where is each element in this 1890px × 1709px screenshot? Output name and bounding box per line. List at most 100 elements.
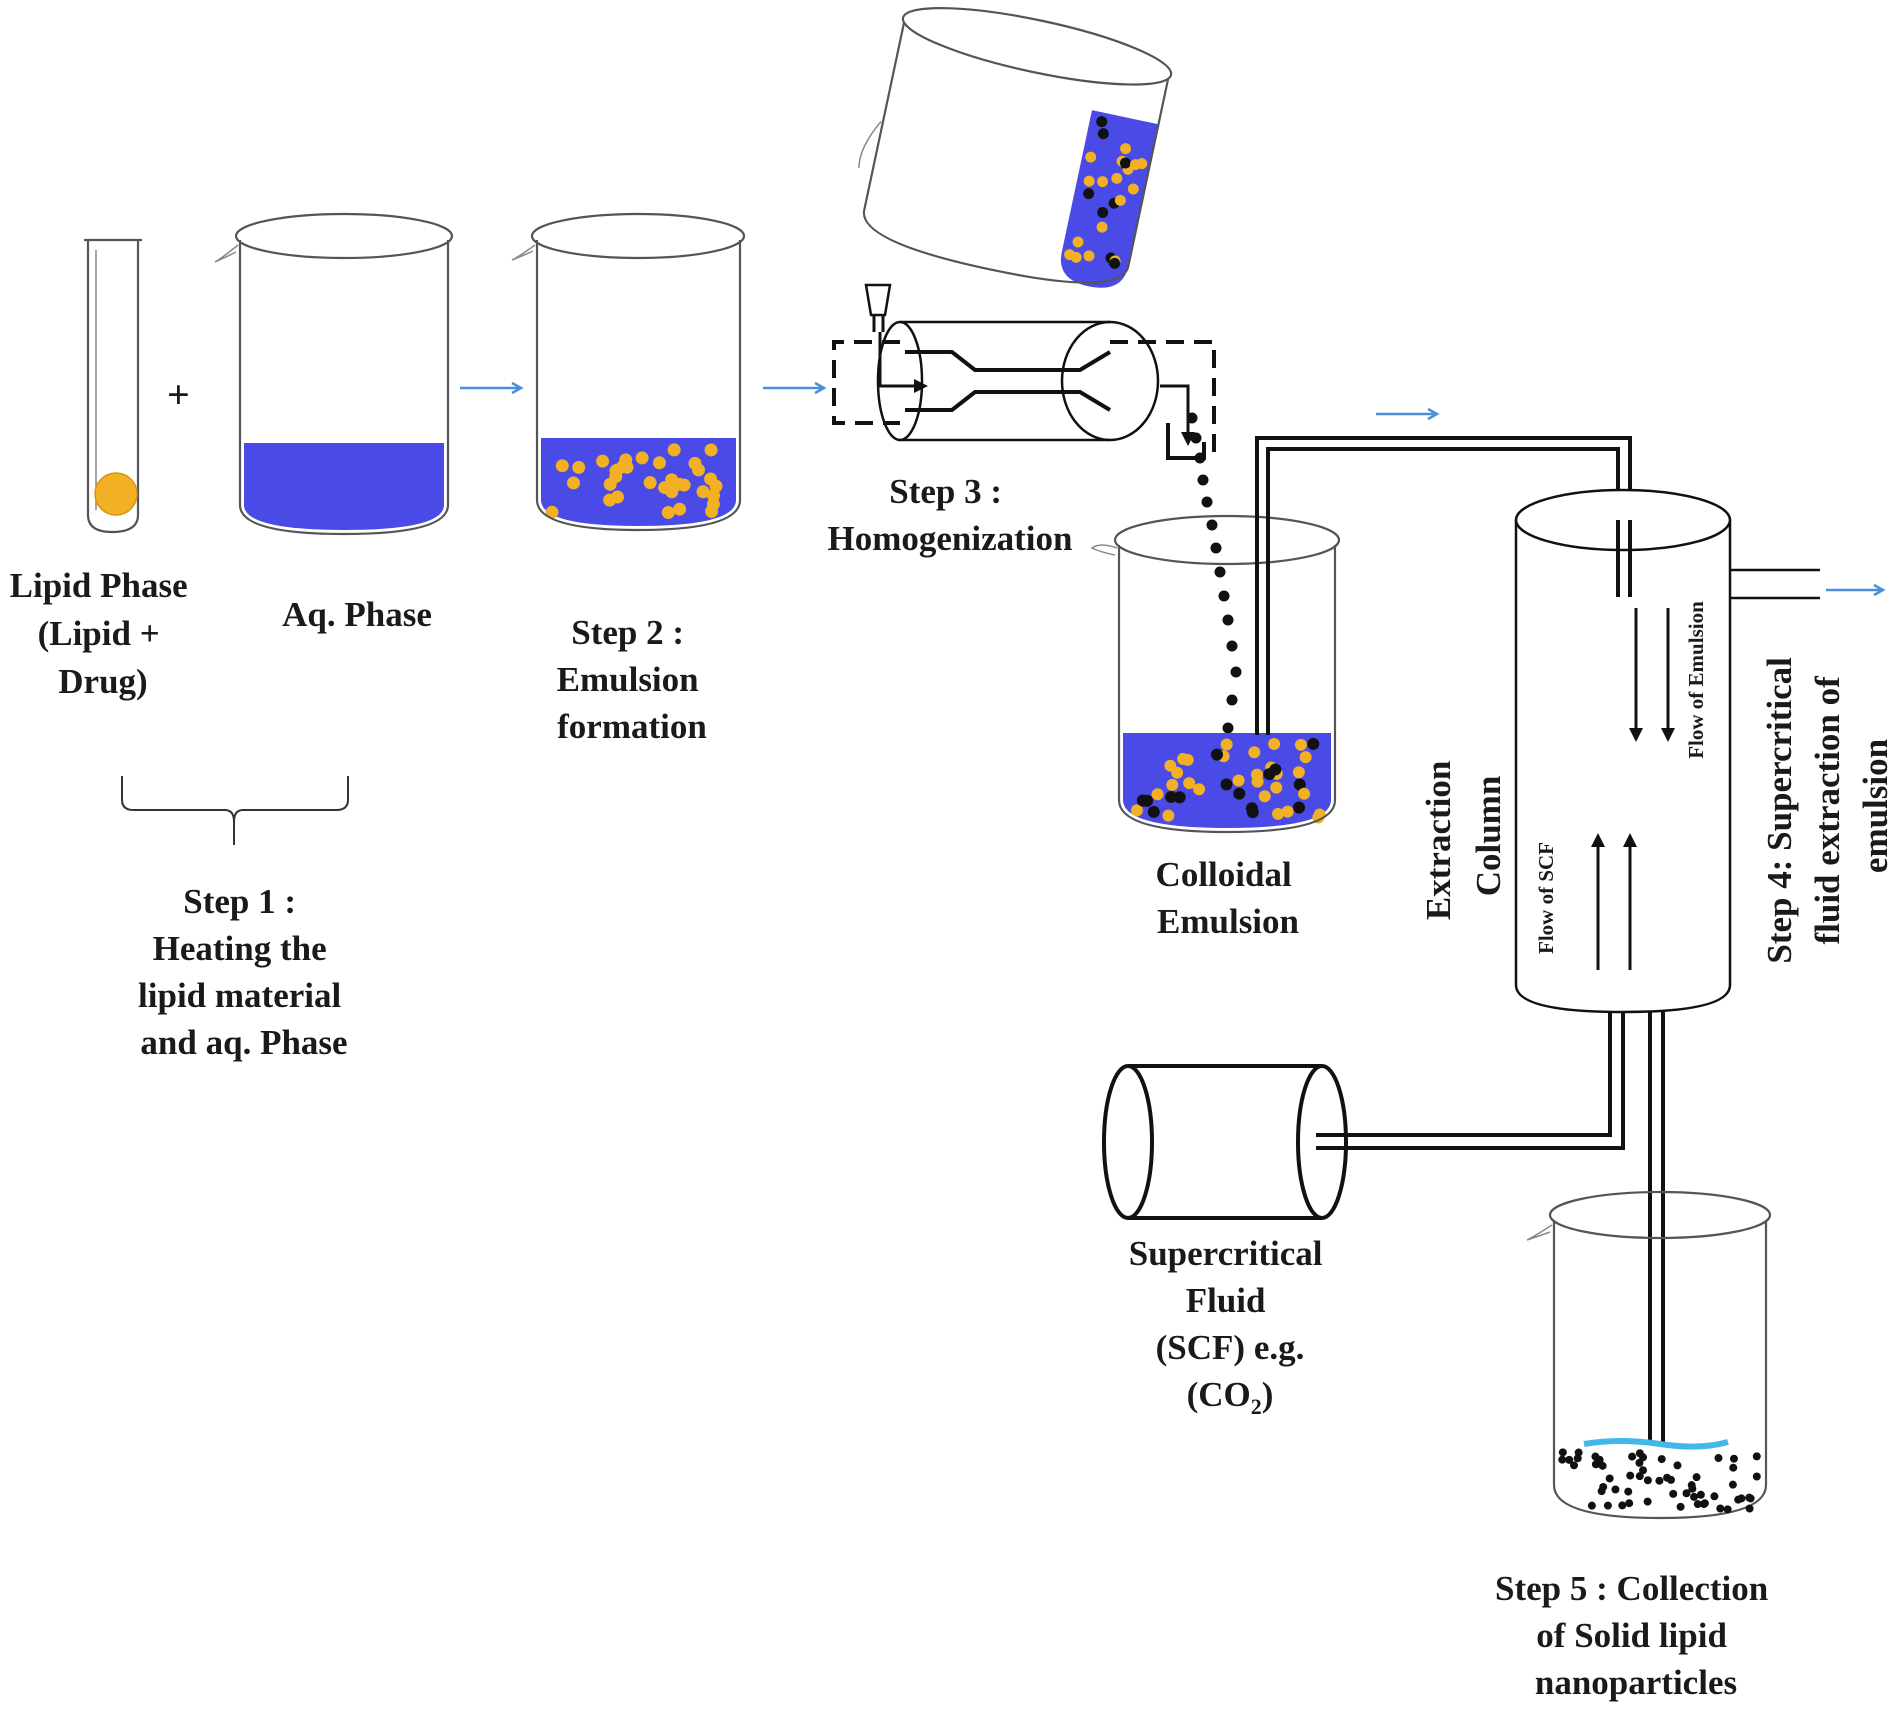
colloid-particle	[1147, 805, 1160, 818]
beaker-emulsion	[511, 212, 746, 532]
nanoparticle	[1558, 1448, 1567, 1457]
pour-particle	[1072, 236, 1084, 248]
colloid-particle	[1162, 809, 1175, 822]
colloid-particle	[1294, 738, 1307, 751]
lipid-droplet	[635, 451, 649, 465]
colloid-particle	[1183, 777, 1196, 790]
lipid-droplet	[705, 504, 719, 518]
aq-phase-label: Aq. Phase	[282, 595, 432, 634]
nanoparticle	[1598, 1461, 1607, 1470]
pour-particle	[1097, 207, 1109, 219]
colloid-particle	[1245, 802, 1258, 815]
nanoparticle	[1603, 1501, 1612, 1510]
colloid-particle	[1272, 807, 1285, 820]
colloid-particle	[1293, 801, 1306, 814]
test-tube	[84, 238, 142, 534]
falling-droplet	[1222, 614, 1234, 626]
falling-droplet	[1226, 640, 1238, 652]
falling-droplet	[1230, 666, 1242, 678]
emulsion-pipe	[1255, 436, 1632, 735]
nanoparticle	[1696, 1490, 1705, 1499]
step4-label: Step 4: Supercritical fluid extraction o…	[1760, 648, 1890, 963]
pour-particle	[1083, 175, 1095, 187]
nanoparticle	[1682, 1489, 1691, 1498]
falling-droplet	[1201, 496, 1213, 508]
water-line	[1583, 1438, 1729, 1450]
pour-particle	[1129, 159, 1141, 171]
colloid-particle	[1220, 778, 1233, 791]
lipid-droplet	[652, 456, 666, 470]
extraction-column-label: Extraction Column	[1419, 752, 1508, 920]
plus-sign: +	[167, 372, 190, 417]
pour-particle	[1120, 143, 1132, 155]
nanoparticle	[1625, 1499, 1634, 1508]
nanoparticle	[1663, 1473, 1672, 1482]
step3-label: Step 3 : Homogenization	[828, 472, 1073, 558]
colloid-particle	[1299, 751, 1312, 764]
nanoparticle	[1728, 1480, 1737, 1489]
nanoparticle	[1745, 1493, 1754, 1502]
nanoparticle	[1558, 1455, 1567, 1464]
extraction-column	[1514, 488, 1820, 1014]
nanoparticle	[1639, 1466, 1648, 1475]
lipid-droplet	[555, 459, 569, 473]
lipid-droplet	[677, 478, 691, 492]
falling-droplet	[1210, 542, 1222, 554]
colloid-particle	[1193, 783, 1206, 796]
falling-droplet	[1186, 412, 1198, 424]
flow-emulsion-label: Flow of Emulsion	[1684, 601, 1708, 759]
colloid-particle	[1270, 781, 1283, 794]
colloid-particle	[1248, 746, 1261, 759]
nanoparticle	[1752, 1472, 1761, 1481]
pour-particles	[1064, 116, 1148, 269]
nanoparticle	[1626, 1471, 1635, 1480]
nanoparticle	[1643, 1476, 1652, 1485]
lipid-droplet	[610, 490, 624, 504]
colloidal-label: Colloidal Emulsion	[1156, 855, 1301, 941]
colloid-particle	[1141, 794, 1154, 807]
arrow-4	[1826, 583, 1886, 597]
solid-lipid-nanoparticles	[1558, 1448, 1761, 1514]
falling-droplet	[1194, 452, 1206, 464]
step1-label: Step 1 : Heating the lipid material and …	[138, 882, 350, 1062]
pour-particle	[1109, 257, 1121, 269]
colloid-particle	[1151, 788, 1164, 801]
colloid-particle	[1173, 791, 1186, 804]
nanoparticle	[1723, 1505, 1732, 1514]
falling-droplets	[1186, 412, 1242, 734]
lipid-droplet	[545, 505, 559, 519]
nanoparticle	[1734, 1495, 1743, 1504]
lipid-droplets	[545, 443, 723, 520]
nanoparticle	[1611, 1485, 1620, 1494]
nanoparticle	[1628, 1452, 1637, 1461]
nanoparticle	[1591, 1452, 1600, 1461]
step5-label: Step 5 : Collection of Solid lipid nanop…	[1495, 1569, 1777, 1702]
nanoparticle	[1643, 1497, 1652, 1506]
scf-label: Supercritical Fluid (SCF) e.g.	[1129, 1234, 1332, 1367]
pour-particle	[1097, 128, 1109, 140]
colloid-particle	[1233, 787, 1246, 800]
nanoparticle	[1716, 1504, 1725, 1513]
arrow-1	[460, 381, 524, 395]
nanoparticle	[1655, 1476, 1664, 1485]
lipid-droplet	[667, 443, 681, 457]
pour-particle	[1064, 249, 1076, 261]
colloid-particle	[1210, 748, 1223, 761]
falling-droplet	[1226, 694, 1238, 706]
pour-particle	[1085, 151, 1097, 163]
colloid-particle	[1258, 790, 1271, 803]
nanoparticle	[1673, 1461, 1682, 1470]
pour-particle	[1083, 250, 1095, 262]
nanoparticle	[1752, 1452, 1761, 1461]
step1-brace	[121, 776, 349, 845]
nanoparticle	[1693, 1500, 1702, 1509]
nanoparticle	[1669, 1489, 1678, 1498]
beaker-collection	[1526, 1190, 1772, 1520]
colloid-particle	[1307, 737, 1320, 750]
lipid-droplet	[603, 477, 617, 491]
pour-particle	[1097, 176, 1109, 188]
scf-cylinder	[1102, 1064, 1348, 1220]
beaker-colloidal	[1090, 514, 1341, 834]
beaker-aqueous	[214, 212, 454, 536]
lipid-drop	[94, 472, 138, 516]
